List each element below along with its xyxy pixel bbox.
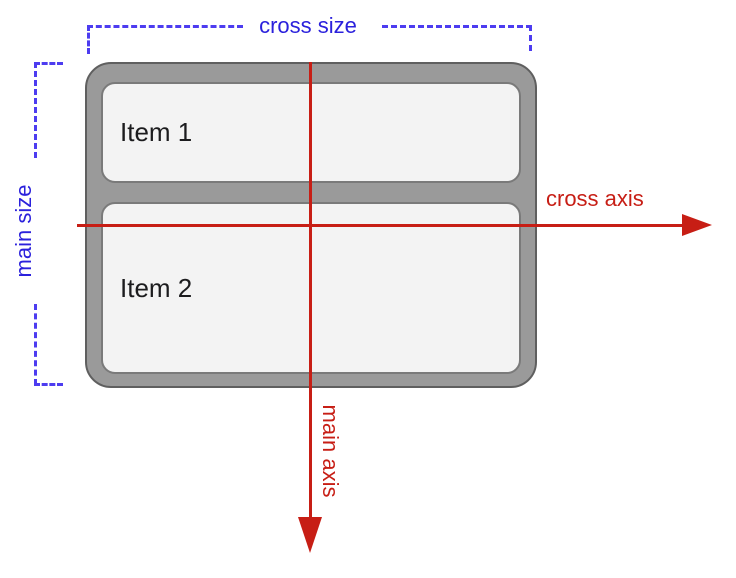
flex-item-1-label: Item 1 bbox=[120, 117, 193, 147]
arrow-down-icon bbox=[298, 517, 322, 553]
arrow-right-icon bbox=[682, 214, 712, 236]
cross-size-bracket-left-tick bbox=[87, 25, 90, 54]
cross-size-bracket-right-segment bbox=[382, 25, 532, 28]
main-size-bracket-bottom-segment bbox=[34, 304, 37, 385]
cross-size-label: cross size bbox=[259, 13, 357, 38]
cross-axis-line bbox=[77, 224, 682, 227]
cross-size-bracket-left-segment bbox=[87, 25, 243, 28]
main-size-bracket-bottom-tick bbox=[34, 383, 63, 386]
main-size-bracket-top-segment bbox=[34, 62, 37, 158]
main-size-label: main size bbox=[11, 184, 36, 278]
main-axis-label: main axis bbox=[318, 404, 343, 498]
flex-item-2-label: Item 2 bbox=[120, 272, 193, 303]
cross-size-bracket-right-tick bbox=[529, 25, 532, 51]
cross-axis-label: cross axis bbox=[546, 186, 644, 211]
main-axis-line bbox=[309, 62, 312, 517]
main-size-bracket-top-tick bbox=[34, 62, 63, 65]
